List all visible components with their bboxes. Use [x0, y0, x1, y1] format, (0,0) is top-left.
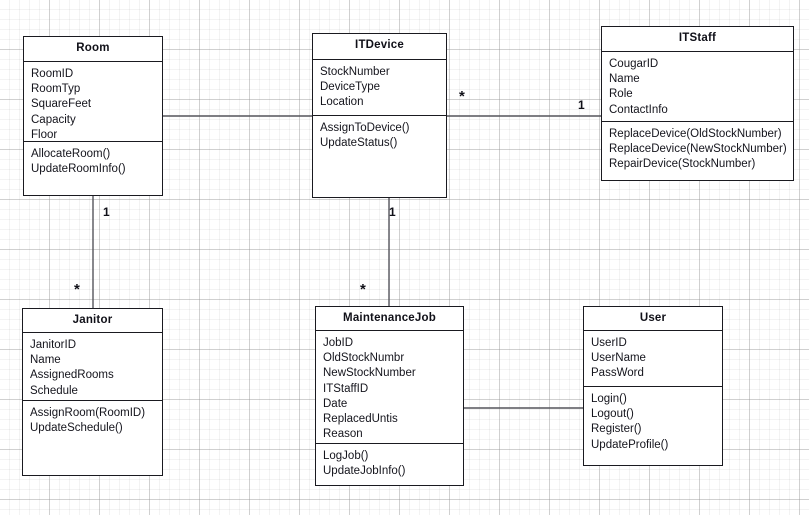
operation-row: AssignRoom(RoomID) [30, 407, 146, 419]
multiplicity-label-itdevice-itstaff-one: 1 [578, 98, 585, 112]
class-operations-itstaff: ReplaceDevice(OldStockNumber) ReplaceDevi… [602, 122, 793, 180]
attribute-row: Name [609, 73, 640, 86]
attribute-row: Reason [323, 428, 363, 441]
class-operations-itdevice: AssignToDevice() UpdateStatus() [313, 116, 446, 197]
operation-row: UpdateProfile() [591, 438, 669, 451]
class-operations-janitor: AssignRoom(RoomID) UpdateSchedule() [23, 401, 162, 475]
class-name-maintenancejob: MaintenanceJob [316, 307, 463, 331]
attribute-row: AssignedRooms [30, 369, 114, 382]
attribute-row: Floor [31, 128, 58, 141]
multiplicity-label-itdevice-maintenancejob-star: * [360, 281, 366, 298]
class-name-room: Room [24, 37, 162, 62]
operation-row: Login() [591, 393, 627, 405]
attribute-row: Role [609, 88, 633, 101]
operation-row: Logout() [591, 408, 634, 421]
operation-row: Register() [591, 423, 642, 436]
attribute-row: ReplacedUntis [323, 413, 398, 426]
class-operations-maintenancejob: LogJob() UpdateJobInfo() [316, 444, 463, 485]
multiplicity-label-room-janitor-one: 1 [103, 205, 110, 219]
attribute-row: RoomID [31, 68, 74, 80]
association-lines [92, 115, 601, 409]
operation-row: AssignToDevice() [320, 122, 410, 134]
multiplicity-label-room-janitor-star: * [74, 281, 80, 298]
attribute-row: Name [30, 354, 61, 367]
attribute-row: Schedule [30, 384, 78, 397]
attribute-row: ContactInfo [609, 103, 668, 116]
multiplicity-label-itdevice-maintenancejob-one: 1 [389, 205, 396, 219]
attribute-row: NewStockNumber [323, 367, 416, 380]
attribute-row: DeviceType [320, 81, 381, 94]
operation-row: ReplaceDevice(OldStockNumber) [609, 128, 782, 140]
operation-row: LogJob() [323, 450, 369, 462]
attribute-row: UserID [591, 337, 627, 349]
attribute-row: ITStaffID [323, 382, 369, 395]
attribute-row: Capacity [31, 113, 76, 126]
attribute-row: Date [323, 397, 348, 410]
attribute-row: JobID [323, 337, 354, 349]
multiplicity-label-itdevice-itstaff-star: * [459, 88, 465, 105]
class-operations-user: Login() Logout() Register() UpdateProfile() [584, 387, 722, 465]
operation-row: UpdateRoomInfo() [31, 163, 126, 176]
attribute-row: JanitorID [30, 339, 77, 351]
attribute-row: SquareFeet [31, 98, 92, 111]
operation-row: UpdateJobInfo() [323, 465, 406, 478]
class-name-itdevice: ITDevice [313, 34, 446, 60]
operation-row: UpdateStatus() [320, 137, 398, 150]
class-name-user: User [584, 307, 722, 331]
class-operations-room: AllocateRoom() UpdateRoomInfo() [24, 142, 162, 195]
class-name-janitor: Janitor [23, 309, 162, 333]
operation-row: ReplaceDevice(NewStockNumber) [609, 143, 787, 156]
attribute-row: PassWord [591, 367, 644, 380]
operation-row: UpdateSchedule() [30, 422, 123, 435]
attribute-row: StockNumber [320, 66, 390, 78]
attribute-row: CougarID [609, 58, 659, 70]
attribute-row: Location [320, 96, 364, 109]
operation-row: AllocateRoom() [31, 148, 111, 160]
attribute-row: UserName [591, 352, 646, 365]
class-name-itstaff: ITStaff [602, 27, 793, 52]
operation-row: RepairDevice(StockNumber) [609, 158, 756, 171]
attribute-row: RoomTyp [31, 83, 81, 96]
attribute-row: OldStockNumbr [323, 352, 405, 365]
